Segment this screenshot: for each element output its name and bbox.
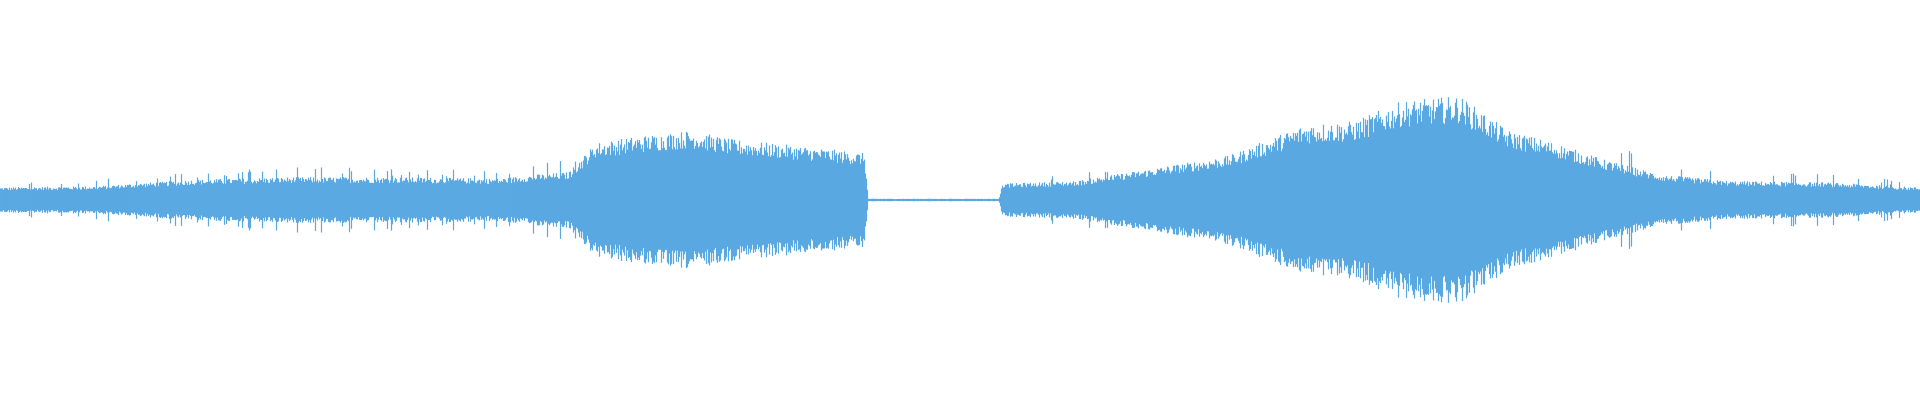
waveform-bars: [0, 97, 1920, 303]
